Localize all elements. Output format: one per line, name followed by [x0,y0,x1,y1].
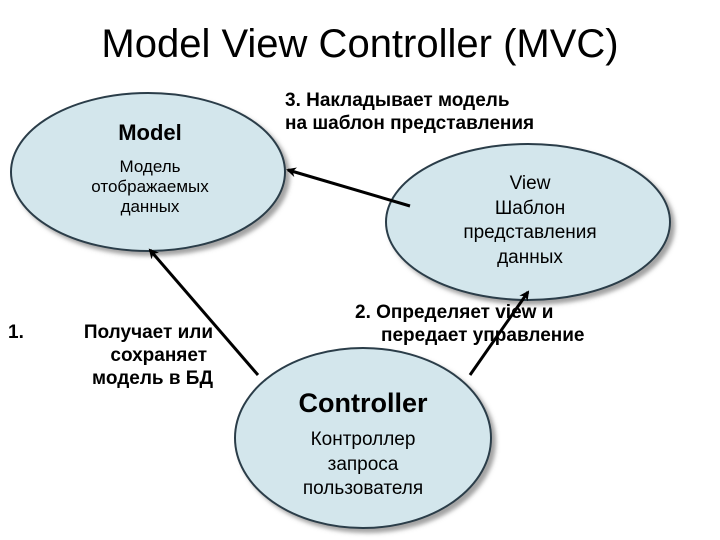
step-2-label: 2. Определяет view и передает управление [355,302,585,348]
model-name: Model [118,120,182,145]
step-3-line: 3. Накладывает модель [285,90,510,111]
step-1-number: 1. [8,322,24,343]
step-3-line: на шаблон представления [285,112,535,134]
step-1-line: модель в БД [92,367,213,389]
view-description-line: данных [497,247,563,269]
controller-description: Контроллер запроса пользователя [253,428,473,502]
step-2-line: передает управление [381,324,585,346]
diagram-title: Model View Controller (MVC) [101,22,619,66]
model-description: Модель отображаемых данных [30,157,270,217]
model-description-line: Модель [119,157,181,176]
step-2-line: 2. Определяет view и [355,302,554,323]
controller-ellipse [234,347,492,529]
step-1-line: сохраняет [110,345,207,366]
step-1-label: 1. Получает или сохраняет модель в БД [8,322,213,391]
arrow-controller-to-model [148,248,260,376]
controller-name: Controller [298,388,428,418]
model-description-line: данных [120,197,180,217]
view-name: View [509,173,551,194]
controller-description-line: Контроллер [310,429,416,450]
model-description-line: отображаемых [91,177,209,197]
view-description-line: Шаблон [494,197,566,219]
arrow-controller-to-view [468,290,530,376]
view-block: View Шаблон представления данных [420,172,640,271]
arrow-view-to-model [286,167,411,208]
controller-description-line: запроса [327,453,399,475]
controller-description-line: пользователя [302,478,424,500]
model-ellipse [10,92,286,252]
step-3-label: 3. Накладывает модель на шаблон представ… [285,90,534,136]
step-1-line: Получает или [83,322,213,343]
view-description-line: представления [463,222,597,244]
